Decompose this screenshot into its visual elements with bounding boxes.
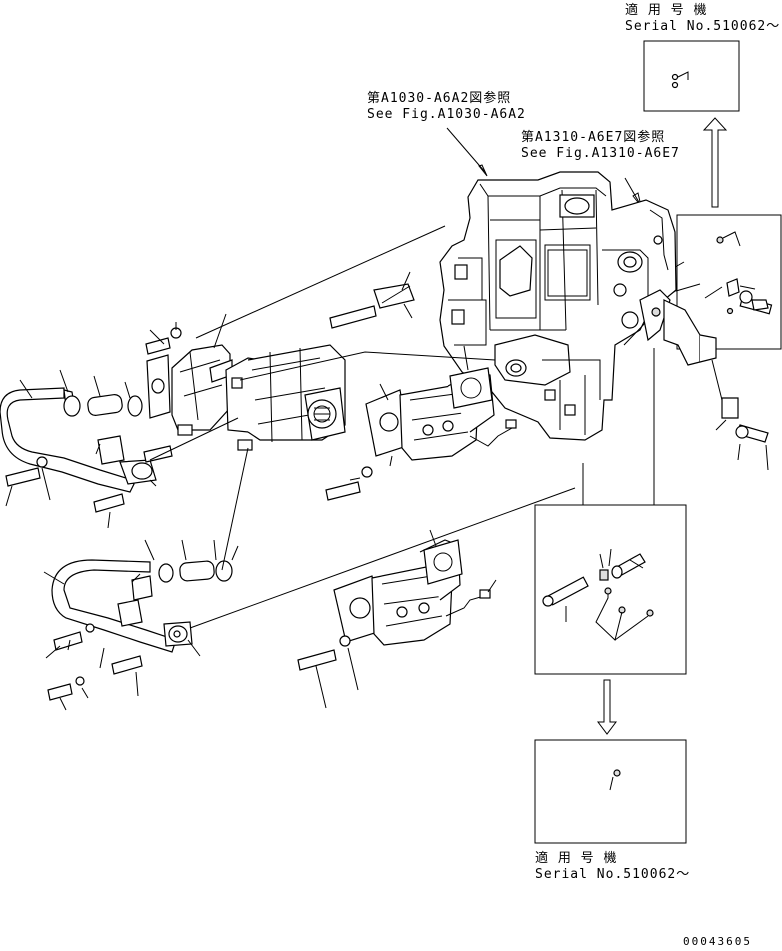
- inset-middle-detail: [542, 548, 654, 641]
- footer-applicable-label: 適 用 号 機: [535, 851, 618, 866]
- up-arrow: [702, 117, 728, 208]
- callout-leaders: [5, 271, 497, 711]
- leader-pipes-to-cooler: [149, 417, 239, 461]
- inset-box-top: [643, 40, 740, 112]
- inset-bottom-detail: [609, 769, 621, 791]
- bracket-right: [663, 299, 769, 471]
- pipe-set-lower: [47, 559, 233, 701]
- gaskets: [173, 367, 493, 638]
- header-serial-number: Serial No.510062～: [625, 19, 781, 34]
- inset-box-middle: [534, 504, 687, 675]
- leader-bolt: [381, 285, 411, 304]
- ref-a1030-en: See Fig.A1030-A6A2: [367, 107, 526, 122]
- leader-cooler-to-block: [195, 225, 446, 339]
- leader-lower-to-block: [189, 487, 576, 629]
- inset-box-right: [676, 214, 782, 350]
- header-applicable-label: 適 用 号 機: [625, 3, 708, 18]
- ref-a1030-jp: 第A1030-A6A2図参照: [367, 91, 512, 106]
- inset-top-detail: [671, 71, 689, 89]
- ref-a1310-jp: 第A1310-A6E7図参照: [521, 130, 666, 145]
- engine-block: [439, 171, 677, 441]
- pipe-set-upper: [0, 387, 157, 513]
- leader-ref-a1310: [624, 177, 641, 205]
- down-arrow: [597, 679, 617, 735]
- ref-a1310-en: See Fig.A1310-A6E7: [521, 146, 680, 161]
- leader-pipe-to-block: [239, 351, 496, 381]
- egr-valve-lower: [333, 539, 491, 646]
- inset-box-bottom: [534, 739, 687, 844]
- leader-cooler-lower: [221, 447, 249, 571]
- footer-serial-number: Serial No.510062～: [535, 867, 691, 882]
- drawing-number: 00043605: [683, 935, 752, 948]
- egr-cooler: [146, 344, 346, 451]
- leader-ref-a1030: [446, 127, 486, 173]
